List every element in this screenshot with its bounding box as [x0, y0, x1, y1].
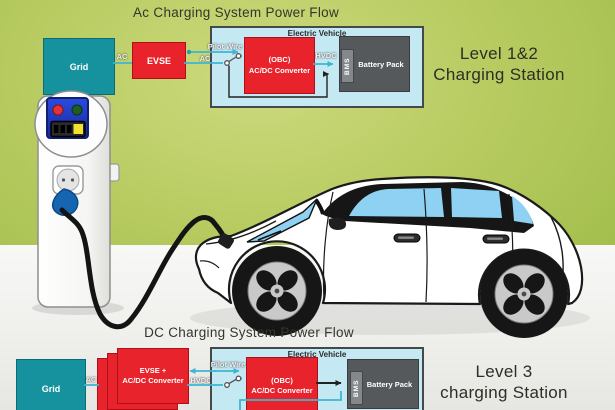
dc-evse-box: EVSE + AC/DC Converter — [117, 348, 189, 404]
dc-evse-label-line2: AC/DC Converter — [122, 376, 184, 385]
dc-pilot-wire-label: Pilot Wire — [210, 360, 246, 369]
ac-obc-box: (OBC) AC/DC Converter — [244, 37, 315, 94]
ac-flow-title: Ac Charging System Power Flow — [132, 5, 340, 20]
dc-wire-label-grid-evse: AC — [85, 375, 97, 384]
level-1-2-line1: Level 1&2 — [459, 44, 539, 63]
dc-electric-vehicle-label: Electric Vehicle — [287, 350, 347, 359]
dc-obc-label-line1: (OBC) — [271, 375, 293, 385]
dc-hvdc-label: HVDC — [190, 376, 212, 385]
ac-pilot-wire-label: Pilot Wire — [207, 42, 243, 51]
dc-flow-title: DC Charging System Power Flow — [144, 325, 354, 340]
ac-bms-box: BMS — [341, 49, 354, 83]
dc-battery-pack-label: Battery Pack — [366, 379, 413, 389]
ac-obc-label-line2: AC/DC Converter — [248, 65, 311, 75]
dc-evse-label-line1: EVSE + — [139, 365, 167, 375]
level-1-2-station-title: Level 1&2 Charging Station — [424, 44, 574, 85]
level-1-2-line2: Charging Station — [433, 64, 565, 84]
ac-hvdc-label: HVDC — [315, 51, 337, 60]
ac-wire-label-evse-ev: AC — [199, 54, 211, 63]
ac-evse-box: EVSE — [132, 42, 186, 79]
dc-bms-box: BMS — [350, 371, 363, 405]
level-3-line1: Level 3 — [475, 362, 533, 381]
level-3-line2: charging Station — [440, 382, 568, 402]
dc-obc-label-line2: AC/DC Converter — [251, 386, 313, 395]
level-3-station-title: Level 3 charging Station — [428, 362, 580, 403]
ac-wire-label-grid-evse: AC — [116, 52, 128, 61]
ac-battery-pack-label: Battery Pack — [358, 59, 404, 69]
ac-grid-box: Grid — [43, 38, 115, 95]
dc-grid-box: Grid — [16, 359, 86, 410]
dc-obc-box: (OBC) AC/DC Converter — [246, 357, 318, 410]
ac-obc-label-line1: (OBC) — [268, 55, 291, 65]
ac-electric-vehicle-label: Electric Vehicle — [287, 29, 347, 38]
